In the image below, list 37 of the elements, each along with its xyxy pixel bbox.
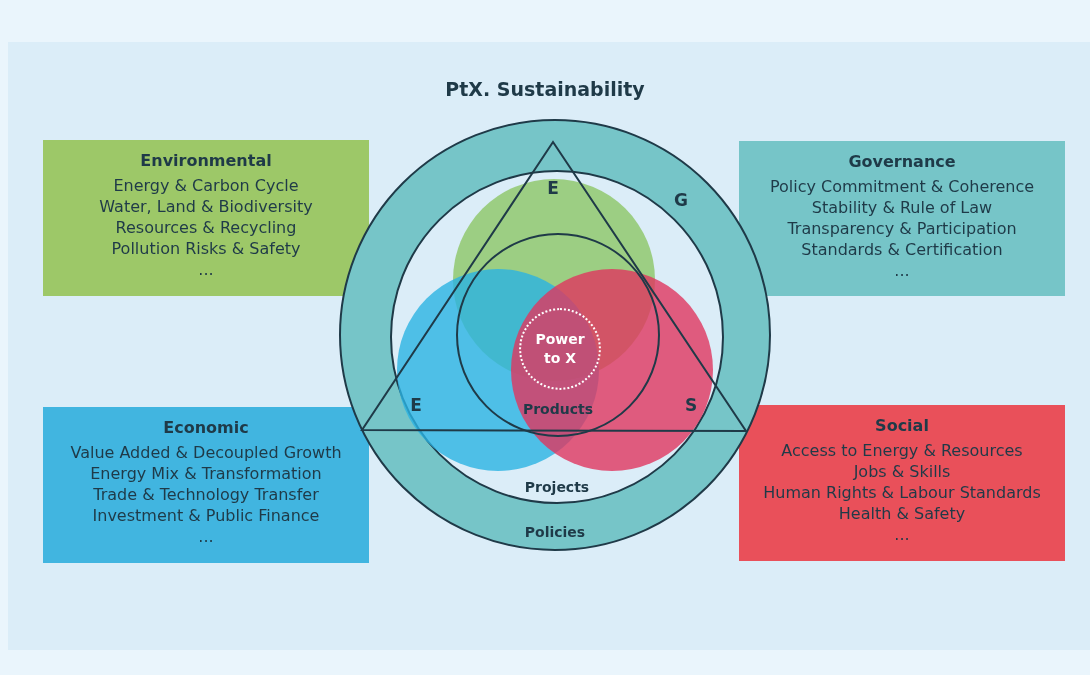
list-item: Access to Energy & Resources xyxy=(781,440,1023,461)
list-item: Energy & Carbon Cycle xyxy=(113,175,299,196)
letter-label: E xyxy=(547,178,559,198)
list-item: Health & Safety xyxy=(838,503,966,524)
list-item: Value Added & Decoupled Growth xyxy=(70,442,342,463)
card-heading: Environmental xyxy=(140,150,272,171)
list-item: Energy Mix & Transformation xyxy=(90,463,322,484)
circle-label: Power to X xyxy=(534,330,586,368)
list-item: ... xyxy=(894,524,910,545)
list-item: ... xyxy=(198,526,214,547)
list-item: Investment & Public Finance xyxy=(92,505,320,526)
list-item: ... xyxy=(894,260,910,281)
card-heading: Social xyxy=(875,415,929,436)
list-item: ... xyxy=(198,259,214,280)
category-card xyxy=(739,141,1065,296)
list-item: Water, Land & Biodiversity xyxy=(99,196,313,217)
card-heading: Economic xyxy=(163,417,249,438)
letter-label: E xyxy=(410,395,422,415)
card-heading: Governance xyxy=(848,151,956,172)
list-item: Policy Commitment & Coherence xyxy=(769,176,1035,197)
circle-label: Products xyxy=(522,401,594,417)
category-card xyxy=(43,407,369,563)
list-item: Human Rights & Labour Standards xyxy=(763,482,1041,503)
circle-label: Projects xyxy=(524,479,590,495)
category-card xyxy=(739,405,1065,561)
list-item: Transparency & Participation xyxy=(787,218,1017,239)
list-item: Trade & Technology Transfer xyxy=(93,484,319,505)
title: PtX. Sustainability xyxy=(444,78,646,100)
circle-label: Policies xyxy=(524,524,586,540)
category-card xyxy=(43,140,369,296)
letter-label: G xyxy=(674,190,688,210)
list-item: Resources & Recycling xyxy=(115,217,297,238)
list-item: Jobs & Skills xyxy=(853,461,951,482)
letter-label: S xyxy=(684,395,698,415)
list-item: Standards & Certification xyxy=(801,239,1003,260)
list-item: Pollution Risks & Safety xyxy=(111,238,301,259)
list-item: Stability & Rule of Law xyxy=(811,197,993,218)
